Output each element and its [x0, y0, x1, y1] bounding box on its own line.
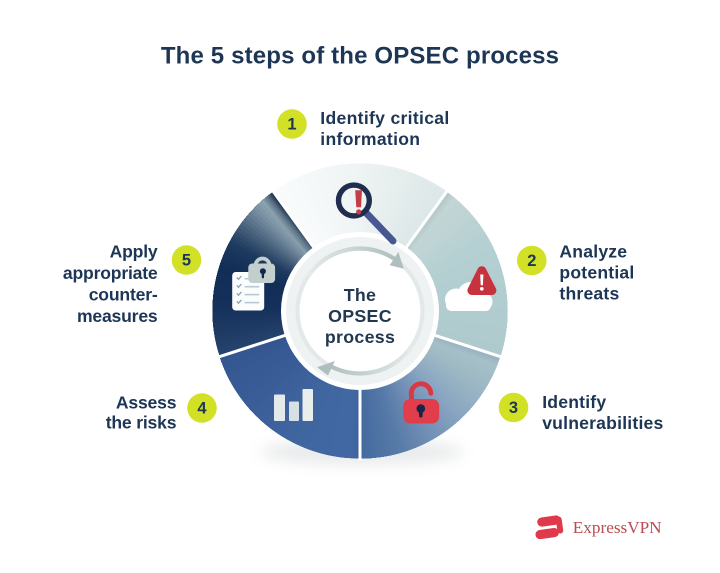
- svg-text:vulnerabilities: vulnerabilities: [542, 413, 663, 433]
- svg-text:The 5 steps of the OPSEC proce: The 5 steps of the OPSEC process: [161, 43, 559, 70]
- svg-text:The: The: [344, 285, 377, 305]
- svg-text:Identify: Identify: [542, 392, 606, 412]
- svg-text:potential: potential: [559, 263, 634, 283]
- svg-text:Analyze: Analyze: [559, 242, 627, 262]
- svg-text:measures: measures: [77, 306, 158, 326]
- svg-text:OPSEC: OPSEC: [328, 306, 392, 326]
- svg-text:threats: threats: [559, 284, 619, 304]
- svg-text:1: 1: [287, 116, 296, 134]
- svg-text:information: information: [320, 129, 420, 149]
- svg-text:the risks: the risks: [106, 413, 177, 433]
- svg-text:4: 4: [197, 400, 207, 418]
- svg-text:3: 3: [509, 399, 518, 417]
- svg-text:5: 5: [182, 252, 191, 270]
- svg-text:Apply: Apply: [110, 242, 158, 262]
- svg-text:Assess: Assess: [116, 393, 177, 413]
- svg-text:2: 2: [527, 252, 536, 270]
- svg-text:ExpressVPN: ExpressVPN: [573, 518, 662, 537]
- svg-text:Identify critical: Identify critical: [320, 108, 449, 128]
- svg-text:appropriate: appropriate: [63, 263, 158, 283]
- svg-text:process: process: [325, 327, 395, 347]
- svg-text:counter-: counter-: [89, 285, 158, 305]
